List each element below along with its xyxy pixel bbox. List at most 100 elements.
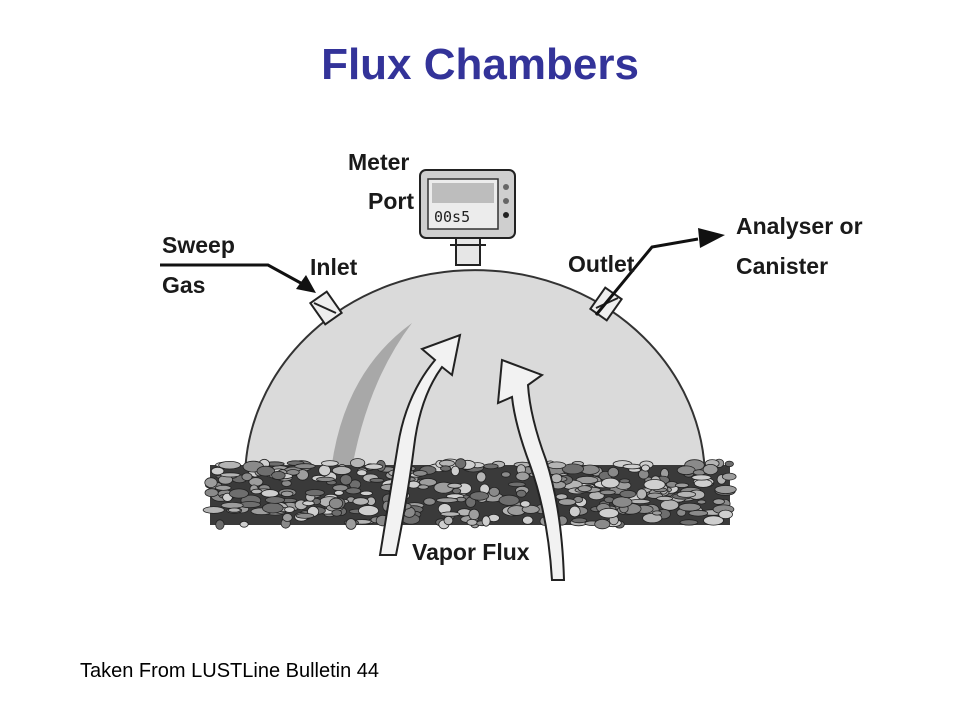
gravel-stone: [352, 497, 369, 506]
gravel-stone: [220, 501, 244, 509]
gravel-stone: [612, 496, 633, 508]
gravel-stone: [558, 498, 577, 506]
gravel-stone: [577, 485, 592, 493]
gravel-stone: [718, 509, 733, 520]
gravel-stone: [250, 488, 263, 495]
gravel-stone: [262, 502, 284, 514]
gravel-stone: [678, 502, 701, 512]
gravel-stone: [515, 471, 530, 482]
gravel-stone: [423, 497, 436, 506]
label-analyser-line1: Analyser or: [736, 213, 863, 239]
gravel-stone: [724, 460, 734, 468]
gravel-stone: [321, 460, 339, 467]
gravel-stone: [204, 488, 219, 498]
meter-display-readout: 00s5: [434, 208, 470, 226]
vapor-flux-arrow-left: [378, 333, 462, 556]
gravel-stone: [714, 485, 737, 494]
gravel-stone: [676, 490, 697, 498]
gravel-stone: [469, 491, 490, 501]
gravel-stone: [575, 475, 599, 485]
gravel-stone: [443, 515, 454, 526]
gravel-stone: [619, 478, 631, 484]
source-caption: Taken From LUSTLine Bulletin 44: [80, 660, 380, 682]
gravel-stone: [239, 520, 249, 528]
gravel-stone: [280, 490, 294, 497]
vapor-flux-arrows: [378, 333, 566, 581]
label-analyser-line2: Canister: [736, 253, 828, 279]
gravel-stone: [333, 490, 344, 496]
gravel-stone: [241, 472, 253, 481]
label-meter-line1: Meter: [348, 149, 409, 175]
gravel-stone: [516, 489, 527, 498]
gravel-stone: [440, 511, 461, 517]
gravel-stone: [594, 518, 611, 530]
gravel-stone: [357, 505, 379, 517]
gravel-stone: [696, 499, 707, 505]
gravel-stone: [636, 488, 648, 500]
label-sweep-line2: Gas: [162, 272, 205, 298]
gravel-stone: [652, 510, 663, 516]
gravel-stone: [227, 507, 241, 513]
gravel-stone: [331, 509, 343, 517]
gravel-stone: [218, 461, 241, 470]
gravel-stone: [284, 506, 295, 513]
meter-device: 00s5: [419, 169, 516, 266]
gravel-stone: [215, 519, 225, 530]
gravel-stone: [304, 489, 325, 497]
slide-title: Flux Chambers: [321, 40, 639, 89]
label-sweep-line1: Sweep: [162, 232, 235, 258]
gravel-stone: [316, 476, 335, 482]
gravel-stone: [204, 477, 218, 488]
gravel-stone: [466, 518, 478, 526]
gravel-stone: [481, 515, 491, 527]
gravel-stone: [452, 487, 462, 495]
vapor-flux-arrow-right: [496, 358, 566, 581]
gravel-stone: [520, 500, 531, 508]
gravel-stone: [622, 463, 642, 470]
gravel-stone: [547, 461, 567, 470]
gravel-stone: [440, 465, 452, 472]
meter-button-icon: [503, 198, 509, 204]
gravel-stone: [318, 464, 331, 477]
gravel-stone: [598, 507, 620, 519]
outlet-arrow: [594, 228, 725, 316]
label-meter-line2: Port: [368, 188, 414, 214]
gravel-stone: [656, 495, 673, 501]
gravel-stone: [345, 518, 357, 530]
gravel-stone: [450, 465, 460, 477]
label-inlet: Inlet: [310, 254, 358, 280]
gravel-stone: [417, 484, 429, 490]
gravel-stone: [641, 464, 650, 472]
gravel-stone: [256, 465, 276, 477]
gravel-stone: [328, 497, 344, 510]
label-outlet: Outlet: [568, 251, 635, 277]
gravel-stone: [660, 499, 680, 511]
gravel-stone: [260, 489, 279, 498]
gravel-stone: [339, 474, 353, 486]
gravel-stone: [447, 482, 462, 489]
gravel-stone: [643, 479, 666, 491]
dome-highlight: [330, 323, 412, 480]
gravel-stone: [331, 466, 352, 475]
gravel-stone: [215, 484, 232, 491]
gravel-stone: [350, 458, 366, 468]
gravel-stone: [498, 494, 520, 506]
gravel-stone: [619, 489, 637, 499]
gravel-stone: [294, 463, 316, 470]
gravel-stone: [712, 498, 725, 505]
gravel-stone: [476, 471, 487, 483]
gravel-stone: [369, 477, 385, 483]
meter-button-icon: [503, 184, 509, 190]
gravel-stone: [702, 463, 719, 475]
label-vapor-flux: Vapor Flux: [412, 539, 530, 565]
gravel-stone: [282, 513, 293, 522]
gravel-stone: [703, 515, 724, 526]
gravel-stone: [674, 482, 690, 488]
gravel-stone: [455, 458, 467, 469]
gravel-stone: [468, 508, 480, 521]
gravel-stone: [220, 472, 241, 478]
gravel-stone: [483, 463, 499, 470]
gravel-stone: [600, 477, 620, 489]
gravel-stone: [210, 466, 225, 476]
gravel-stone: [264, 496, 286, 504]
